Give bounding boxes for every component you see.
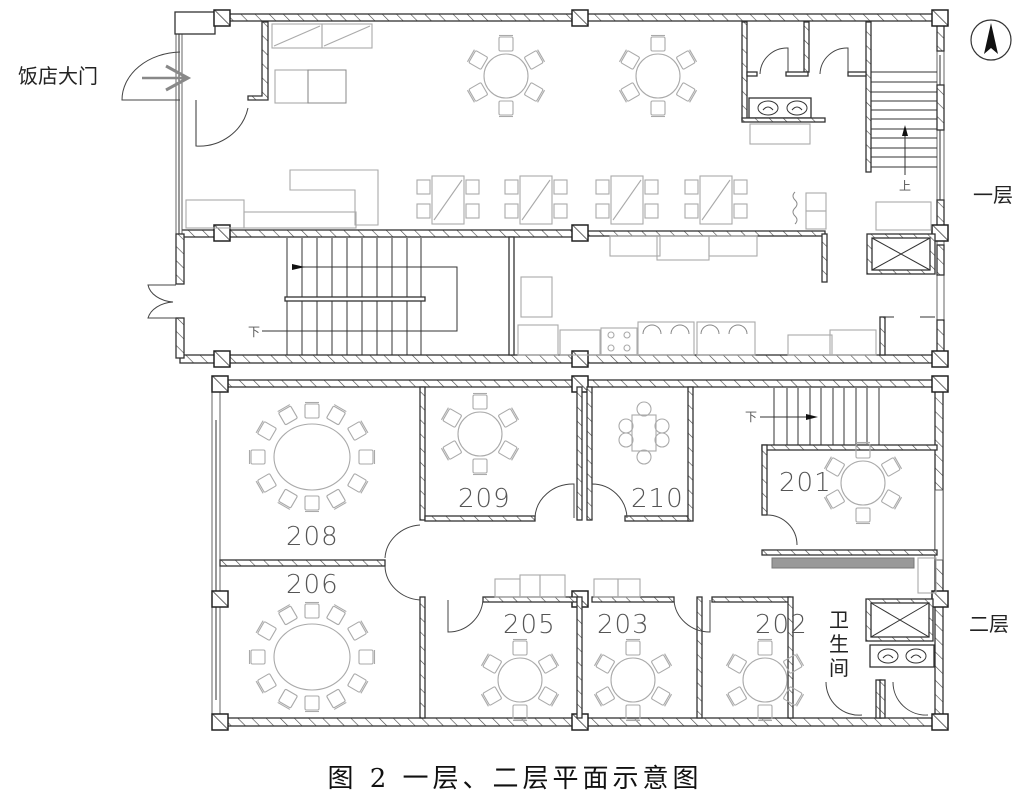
- entrance-label: 饭店大门: [18, 64, 98, 88]
- north-arrow-icon: [970, 19, 1012, 61]
- room-206: 206: [286, 570, 339, 600]
- restroom-char-1: 卫: [829, 608, 849, 632]
- floor2-label: 二层: [969, 612, 1009, 636]
- room-205: 205: [503, 610, 556, 640]
- floor1-restrooms: [741, 21, 872, 173]
- room-208: 208: [286, 522, 339, 552]
- floor1-elevator: [866, 233, 936, 275]
- stair-up-east: 上: [871, 71, 937, 231]
- floor2-stair-down: 下: [745, 388, 880, 445]
- dining-hall-furniture: [185, 23, 827, 230]
- room-209: 209: [458, 484, 511, 514]
- svg-text:下: 下: [248, 325, 260, 339]
- kitchen-equipment: [517, 235, 935, 356]
- floor1-label: 一层: [973, 183, 1013, 207]
- side-door[interactable]: [147, 284, 176, 319]
- arrow-down-icon: [292, 264, 305, 270]
- room-201: 201: [779, 468, 832, 498]
- floor-2-plan: 下 208 206 209 210 201: [211, 375, 1009, 731]
- room-203: 203: [597, 610, 650, 640]
- floor1-mid-wall-left: [179, 229, 581, 238]
- svg-text:下: 下: [745, 410, 757, 424]
- floor1-mid-wall-right: [584, 230, 826, 237]
- room-202: 202: [755, 610, 808, 640]
- floor2-restroom: 卫 生 间: [829, 598, 935, 719]
- restroom-char-2: 生: [829, 632, 849, 656]
- floor-1-plan: 饭店大门: [18, 9, 1013, 368]
- svg-text:上: 上: [899, 179, 911, 193]
- arrow-right-icon: [806, 414, 818, 420]
- main-entrance-door[interactable]: [121, 51, 181, 101]
- rect-table-210: [618, 401, 670, 465]
- floor1-bottom-wall: [179, 354, 943, 364]
- restroom-char-3: 间: [829, 656, 849, 680]
- entrance-arrow-icon: [142, 64, 192, 92]
- figure-caption: 图 2 一层、二层平面示意图: [327, 764, 703, 794]
- arrow-up-icon: [902, 125, 908, 136]
- storage-row: [494, 557, 937, 598]
- room-210: 210: [631, 484, 684, 514]
- main-stairwell: 下: [248, 236, 515, 356]
